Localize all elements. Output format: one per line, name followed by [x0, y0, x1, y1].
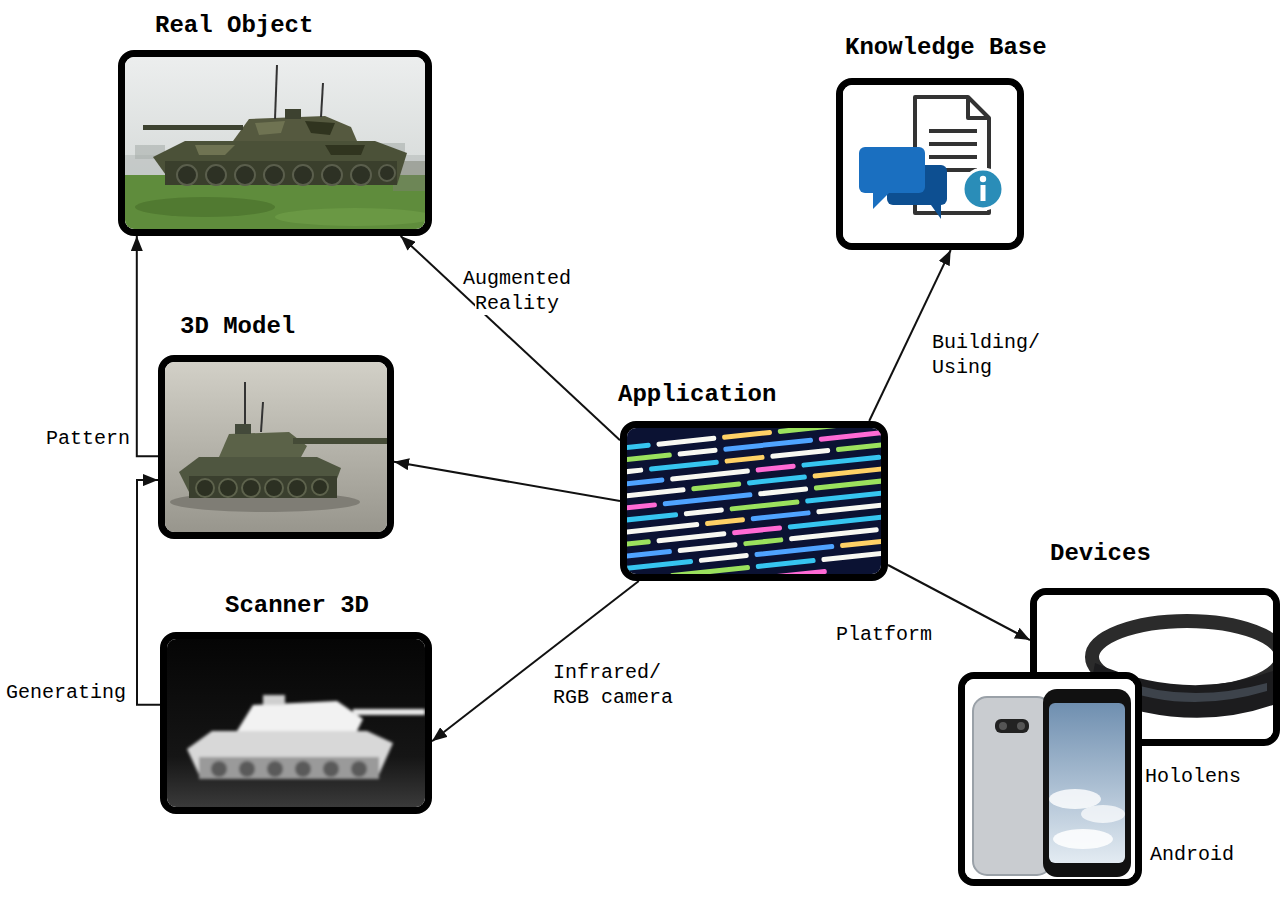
model-3d-box: 3D Model	[158, 355, 394, 539]
tank-photo	[125, 57, 425, 229]
edge-label: Augmented Reality	[463, 267, 571, 315]
node-heading: Devices	[1050, 540, 1151, 567]
thermal-scan-image	[167, 639, 425, 807]
label-holder: Building/ Using	[932, 330, 1047, 380]
node-heading: Application	[618, 381, 776, 408]
scanner-box: Scanner 3D	[160, 632, 432, 814]
image-frame	[160, 632, 432, 814]
label-holder: Platform	[836, 622, 946, 647]
connector-arrow	[394, 462, 620, 501]
label-holder: Augmented Reality	[458, 266, 576, 316]
edge-label: Building/ Using	[932, 331, 1040, 379]
node-heading: 3D Model	[180, 313, 295, 340]
node-heading: Scanner 3D	[225, 592, 369, 619]
code-screenshot	[627, 428, 881, 574]
image-frame	[836, 78, 1024, 250]
image-frame	[620, 421, 888, 581]
tank-3d-model	[165, 362, 387, 532]
node-heading: Real Object	[155, 12, 313, 39]
text-holder: 3D Model	[180, 313, 295, 341]
edge-label: Generating	[6, 681, 126, 704]
text-holder: Application	[618, 381, 776, 409]
text-holder: Android	[1150, 843, 1234, 867]
text-holder: Devices	[1050, 540, 1151, 568]
node-heading: Knowledge Base	[845, 34, 1047, 61]
knowledge-base-box: Knowledge Base	[836, 78, 1024, 250]
edge-label: Platform	[836, 623, 932, 646]
node-caption: Hololens	[1145, 765, 1241, 788]
node-caption: Android	[1150, 843, 1234, 866]
image-frame	[958, 672, 1142, 886]
label-holder: Generating	[6, 680, 132, 705]
text-holder: Hololens	[1145, 765, 1241, 789]
device-box: Android	[958, 672, 1142, 886]
label-holder: Pattern	[46, 426, 134, 451]
edge-label: Pattern	[46, 427, 130, 450]
image-frame	[118, 50, 432, 236]
connector-arrow	[137, 480, 160, 705]
connector-arrow	[401, 236, 620, 440]
text-holder: Scanner 3D	[225, 592, 369, 620]
text-holder: Knowledge Base	[845, 34, 1047, 62]
real-object-box: Real Object	[118, 50, 432, 236]
application-box: Application	[620, 421, 888, 581]
connector-arrow	[137, 236, 158, 456]
android-phone	[965, 679, 1135, 879]
label-holder: Infrared/ RGB camera	[553, 660, 683, 710]
knowledge-icon	[843, 85, 1017, 243]
text-holder: Real Object	[155, 12, 313, 40]
edge-label: Infrared/ RGB camera	[553, 661, 673, 709]
image-frame	[158, 355, 394, 539]
